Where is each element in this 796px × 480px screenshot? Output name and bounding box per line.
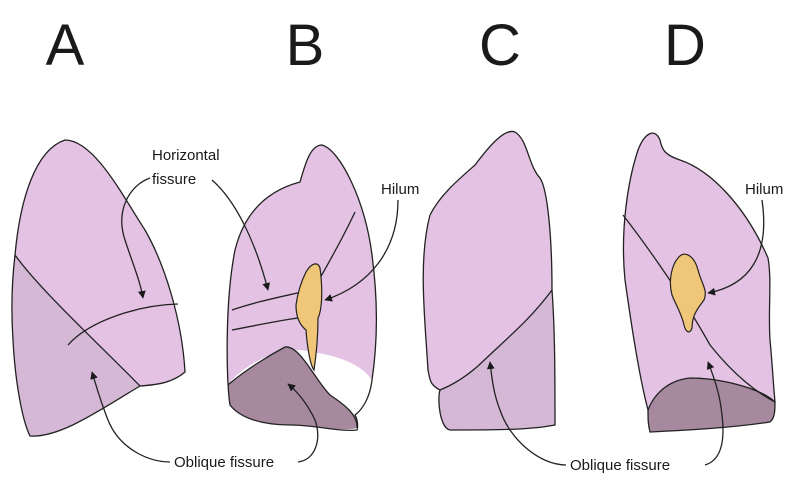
label-hilum-d: Hilum [745,181,783,198]
label-oblique-fissure-right: Oblique fissure [570,457,670,474]
lung-b-upper-lobe [227,145,377,385]
panel-letter-c: C [479,13,521,78]
label-hilum-b: Hilum [381,181,419,198]
lung-d [623,133,775,432]
label-horizontal-fissure-line2: fissure [152,171,196,188]
panel-letter-a: A [46,13,85,78]
label-horizontal-fissure-line1: Horizontal [152,147,220,164]
lung-d-upper-lobe [623,133,775,410]
panel-letter-d: D [664,13,706,78]
lung-b [227,145,377,430]
panel-letter-b: B [286,13,325,78]
label-oblique-fissure-left: Oblique fissure [174,454,274,471]
lung-c [423,131,555,430]
